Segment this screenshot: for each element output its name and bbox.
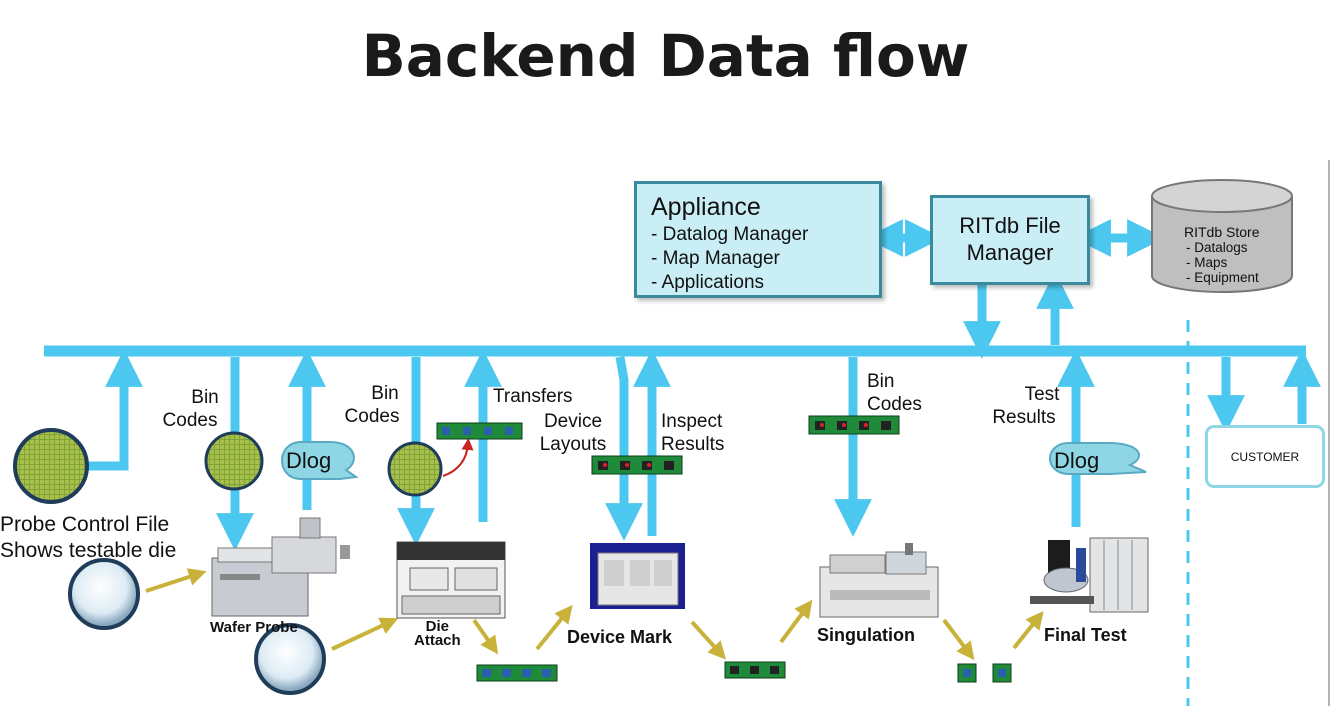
- station-label-die-attach: Die Attach: [414, 618, 461, 649]
- die-strip-icon: [808, 415, 900, 435]
- die-strip-icon: [591, 455, 683, 475]
- wafer-icon: [204, 431, 264, 491]
- die-icon: [957, 663, 977, 683]
- wafer1-uplink: [86, 349, 143, 471]
- bin-codes-label: Bin Codes: [162, 387, 219, 431]
- singulation-machine-icon: [819, 543, 939, 618]
- ritdb-store: RITdb Store - Datalogs - Maps - Equipmen…: [1184, 224, 1260, 286]
- station-label-device-mark: Device Mark: [567, 627, 673, 647]
- customer-box: CUSTOMER: [1205, 425, 1325, 488]
- station-label-singulation: Singulation: [817, 625, 915, 645]
- bin-codes-label: Bin Codes: [867, 371, 922, 415]
- probe-control-disc-icon: [254, 623, 326, 695]
- wafer-probe-machine-icon: [211, 517, 350, 617]
- ritdb-store-cylinder: [1151, 179, 1293, 293]
- die-icon: [992, 663, 1012, 683]
- probe-control-label: Probe Control File Shows testable die: [0, 513, 177, 562]
- probe-control-disc-icon: [68, 558, 140, 630]
- transfers-label: Transfers: [493, 386, 573, 407]
- station-label-final-test: Final Test: [1044, 625, 1127, 645]
- bin-codes-label: Bin Codes: [344, 383, 400, 427]
- die-attach-machine-icon: [396, 541, 506, 619]
- station-label-wafer-probe: Wafer Probe: [210, 619, 298, 636]
- store-item: - Datalogs: [1186, 240, 1248, 255]
- transfer-red-arrow: [442, 438, 474, 477]
- die-strip-icon: [724, 661, 786, 679]
- device-layouts-label: Device Layouts: [539, 411, 607, 455]
- die-strip-icon: [436, 422, 523, 440]
- device-mark-machine-icon: [590, 543, 685, 609]
- inspect-results-label: Inspect Results: [661, 411, 725, 455]
- store-item: - Equipment: [1186, 270, 1259, 285]
- dlog-callout: [281, 441, 359, 480]
- store-item: - Maps: [1186, 255, 1228, 270]
- appliance-item: - Map Manager: [651, 248, 780, 269]
- appliance-item: - Datalog Manager: [651, 224, 809, 245]
- wafer-icon: [13, 428, 89, 504]
- appliance-item: - Applications: [651, 272, 765, 293]
- ritdb-file-manager-box: RITdb File Manager: [930, 195, 1090, 285]
- appliance-box: Appliance - Datalog Manager - Map Manage…: [634, 181, 882, 298]
- page-title: Backend Data flow: [361, 22, 970, 90]
- die-strip-icon: [476, 664, 558, 682]
- dlog-label: Dlog: [1054, 448, 1100, 473]
- wafer-icon: [387, 441, 443, 497]
- file-manager-label-line2: Manager: [966, 240, 1054, 265]
- file-manager-label-line1: RITdb File: [959, 213, 1061, 238]
- product-flow-arrows: [145, 568, 1044, 661]
- dlog-callout: [1049, 442, 1147, 475]
- appliance-heading: Appliance: [651, 193, 761, 221]
- final-test-machine-icon: [1030, 537, 1149, 613]
- test-results-label: Test Results: [992, 384, 1060, 428]
- device-layouts-down: [605, 356, 643, 541]
- dlog-label: Dlog: [286, 448, 332, 473]
- store-heading: RITdb Store: [1184, 224, 1260, 240]
